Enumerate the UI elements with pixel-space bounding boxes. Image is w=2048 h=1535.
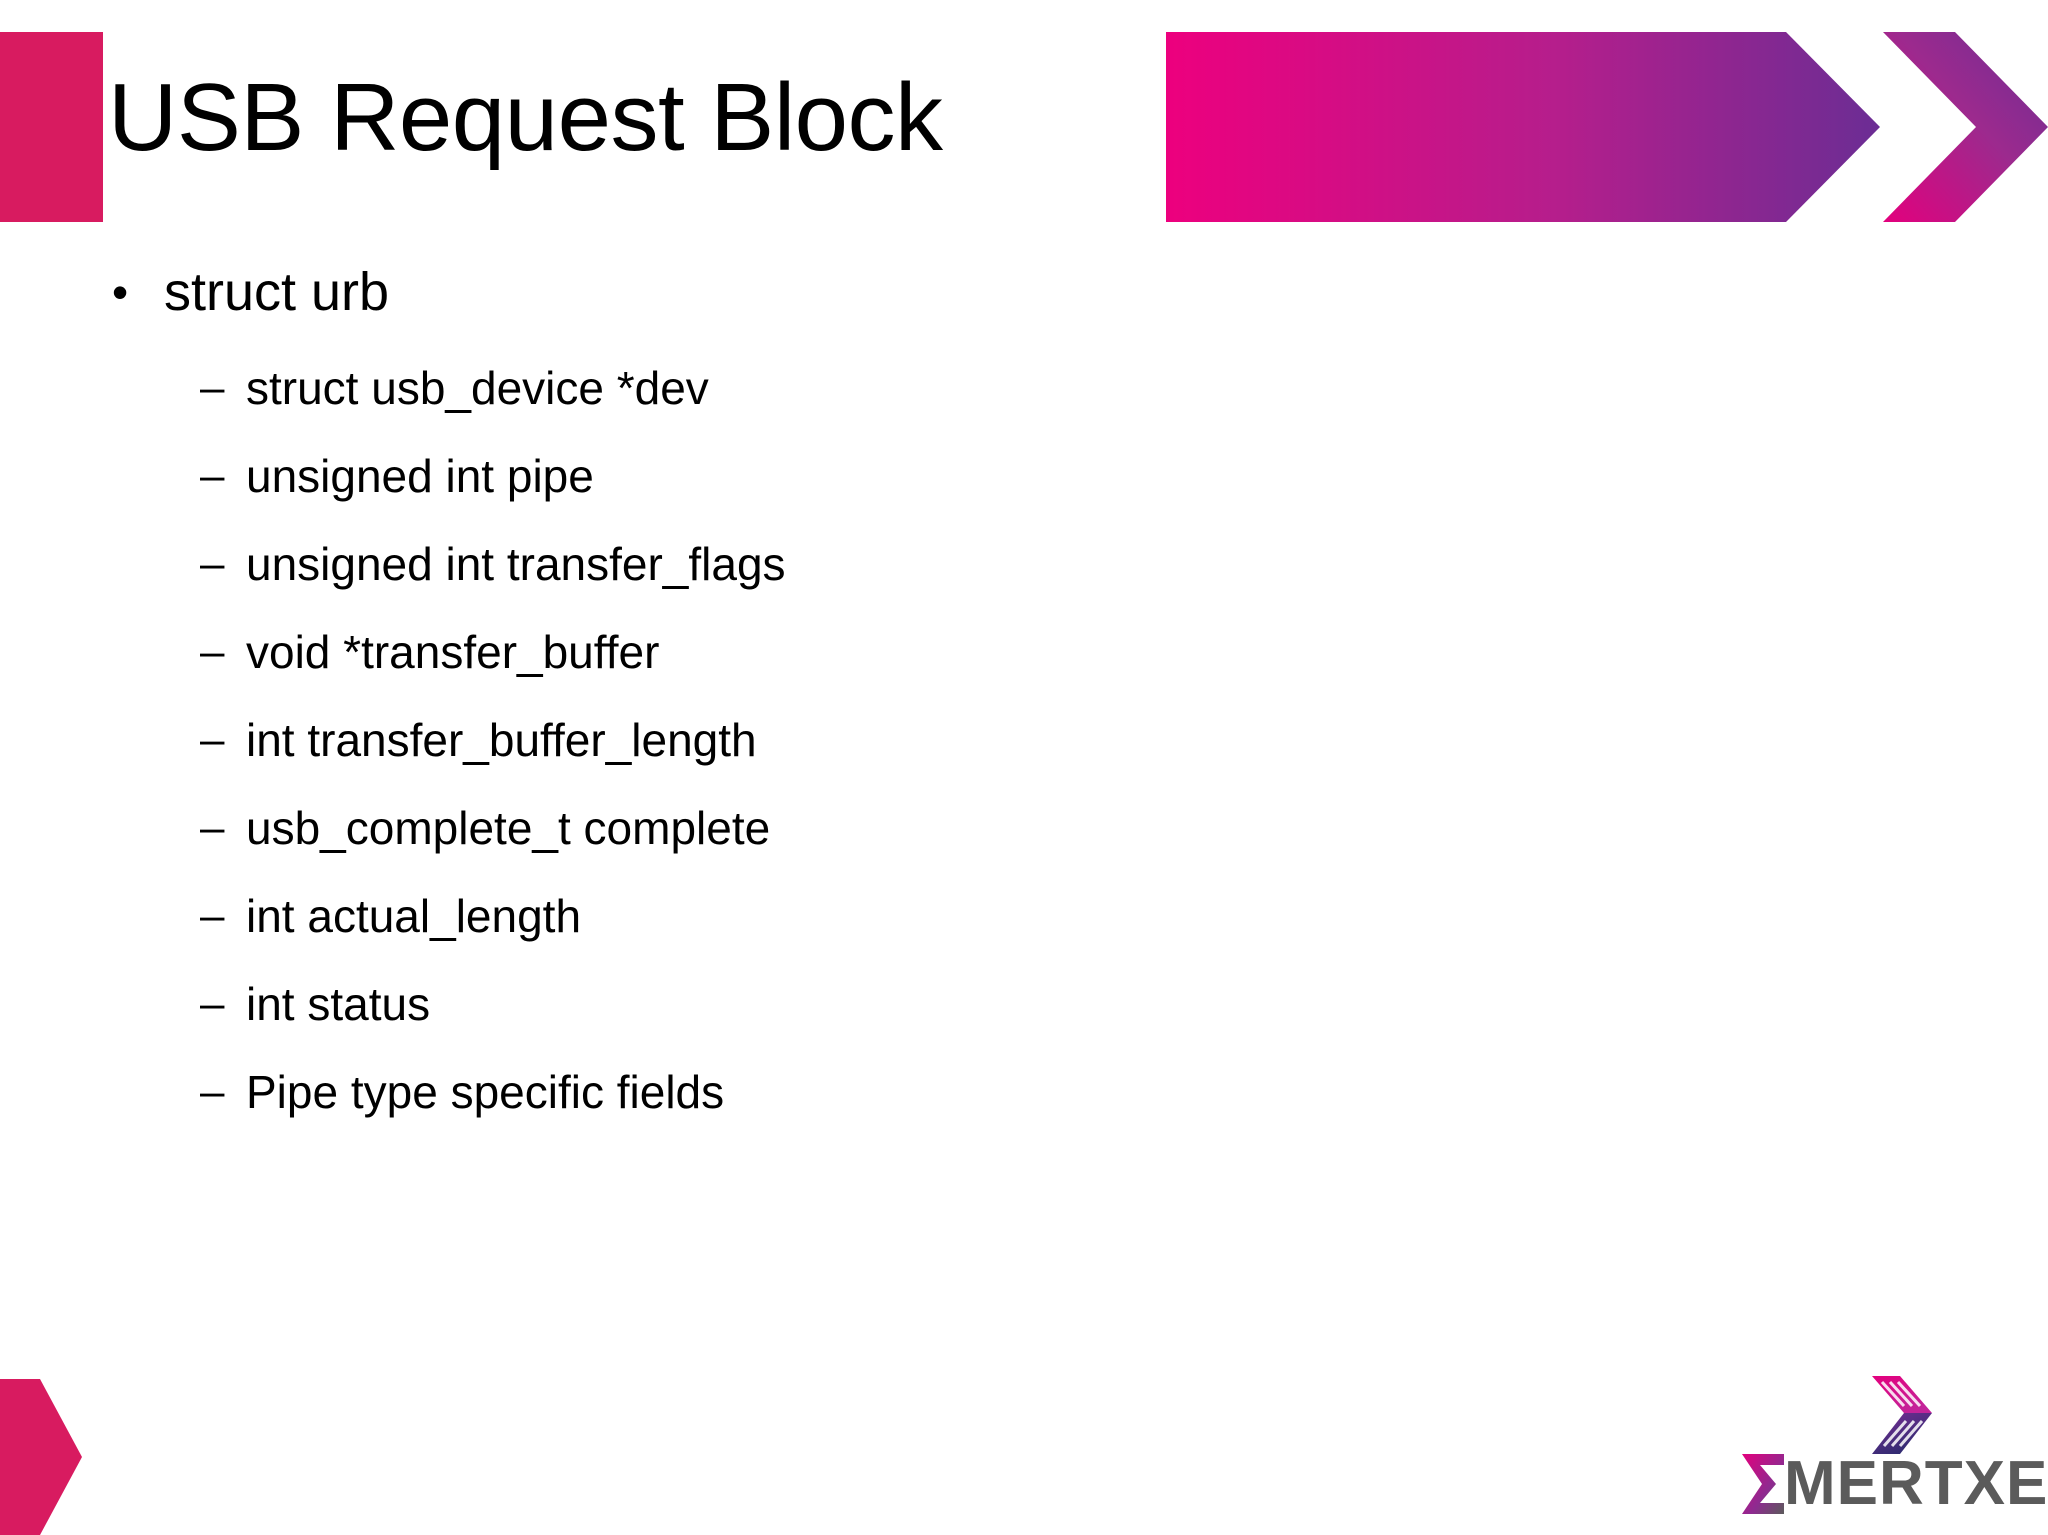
slide-body: • struct urb – struct usb_device *dev – … (0, 255, 1150, 1149)
list-item: – unsigned int pipe (0, 445, 1150, 507)
list-item: – void *transfer_buffer (0, 621, 1150, 683)
list-item-label: unsigned int pipe (246, 450, 594, 502)
list-item-label: int status (246, 978, 431, 1030)
title-accent-bar (0, 32, 103, 222)
corner-arrow-decoration (0, 1379, 82, 1535)
dash-marker-icon: – (200, 363, 225, 412)
dash-marker-icon: – (200, 891, 225, 940)
list-item: – int transfer_buffer_length (0, 709, 1150, 771)
header-banner-arrow (1166, 32, 1880, 222)
list-item-label: int actual_length (246, 890, 582, 942)
dash-marker-icon: – (200, 1067, 225, 1116)
list-item: – unsigned int transfer_flags (0, 533, 1150, 595)
dash-marker-icon: – (200, 451, 225, 500)
page-title: USB Request Block (108, 64, 943, 171)
list-item: – struct usb_device *dev (0, 357, 1150, 419)
list-item-label: unsigned int transfer_flags (246, 538, 786, 590)
list-item-label: struct urb (164, 262, 390, 322)
list-item-label: usb_complete_t complete (246, 802, 771, 854)
logo-wordmark: MERTXE (1740, 1450, 2048, 1518)
emertxe-logo: MERTXE (1740, 1376, 2047, 1528)
list-item-label: void *transfer_buffer (246, 626, 660, 678)
list-item: – usb_complete_t complete (0, 797, 1150, 859)
list-item: • struct urb (0, 255, 1150, 329)
dash-marker-icon: – (200, 539, 225, 588)
dash-marker-icon: – (200, 715, 225, 764)
list-item: – int actual_length (0, 885, 1150, 947)
list-item: – int status (0, 973, 1150, 1035)
list-item-label: int transfer_buffer_length (246, 714, 757, 766)
header-chevron-icon (1883, 32, 2048, 222)
logo-chevron-icon (1860, 1376, 1932, 1454)
list-item-label: Pipe type specific fields (246, 1066, 725, 1118)
list-item-label: struct usb_device *dev (246, 362, 709, 414)
sigma-icon (1742, 1454, 1784, 1514)
dash-marker-icon: – (200, 627, 225, 676)
sub-list: – struct usb_device *dev – unsigned int … (0, 357, 1150, 1123)
list-item: – Pipe type specific fields (0, 1061, 1150, 1123)
logo-text: MERTXE (1784, 1449, 2048, 1518)
dash-marker-icon: – (200, 803, 225, 852)
bullet-marker-icon: • (112, 266, 129, 318)
dash-marker-icon: – (200, 979, 225, 1028)
